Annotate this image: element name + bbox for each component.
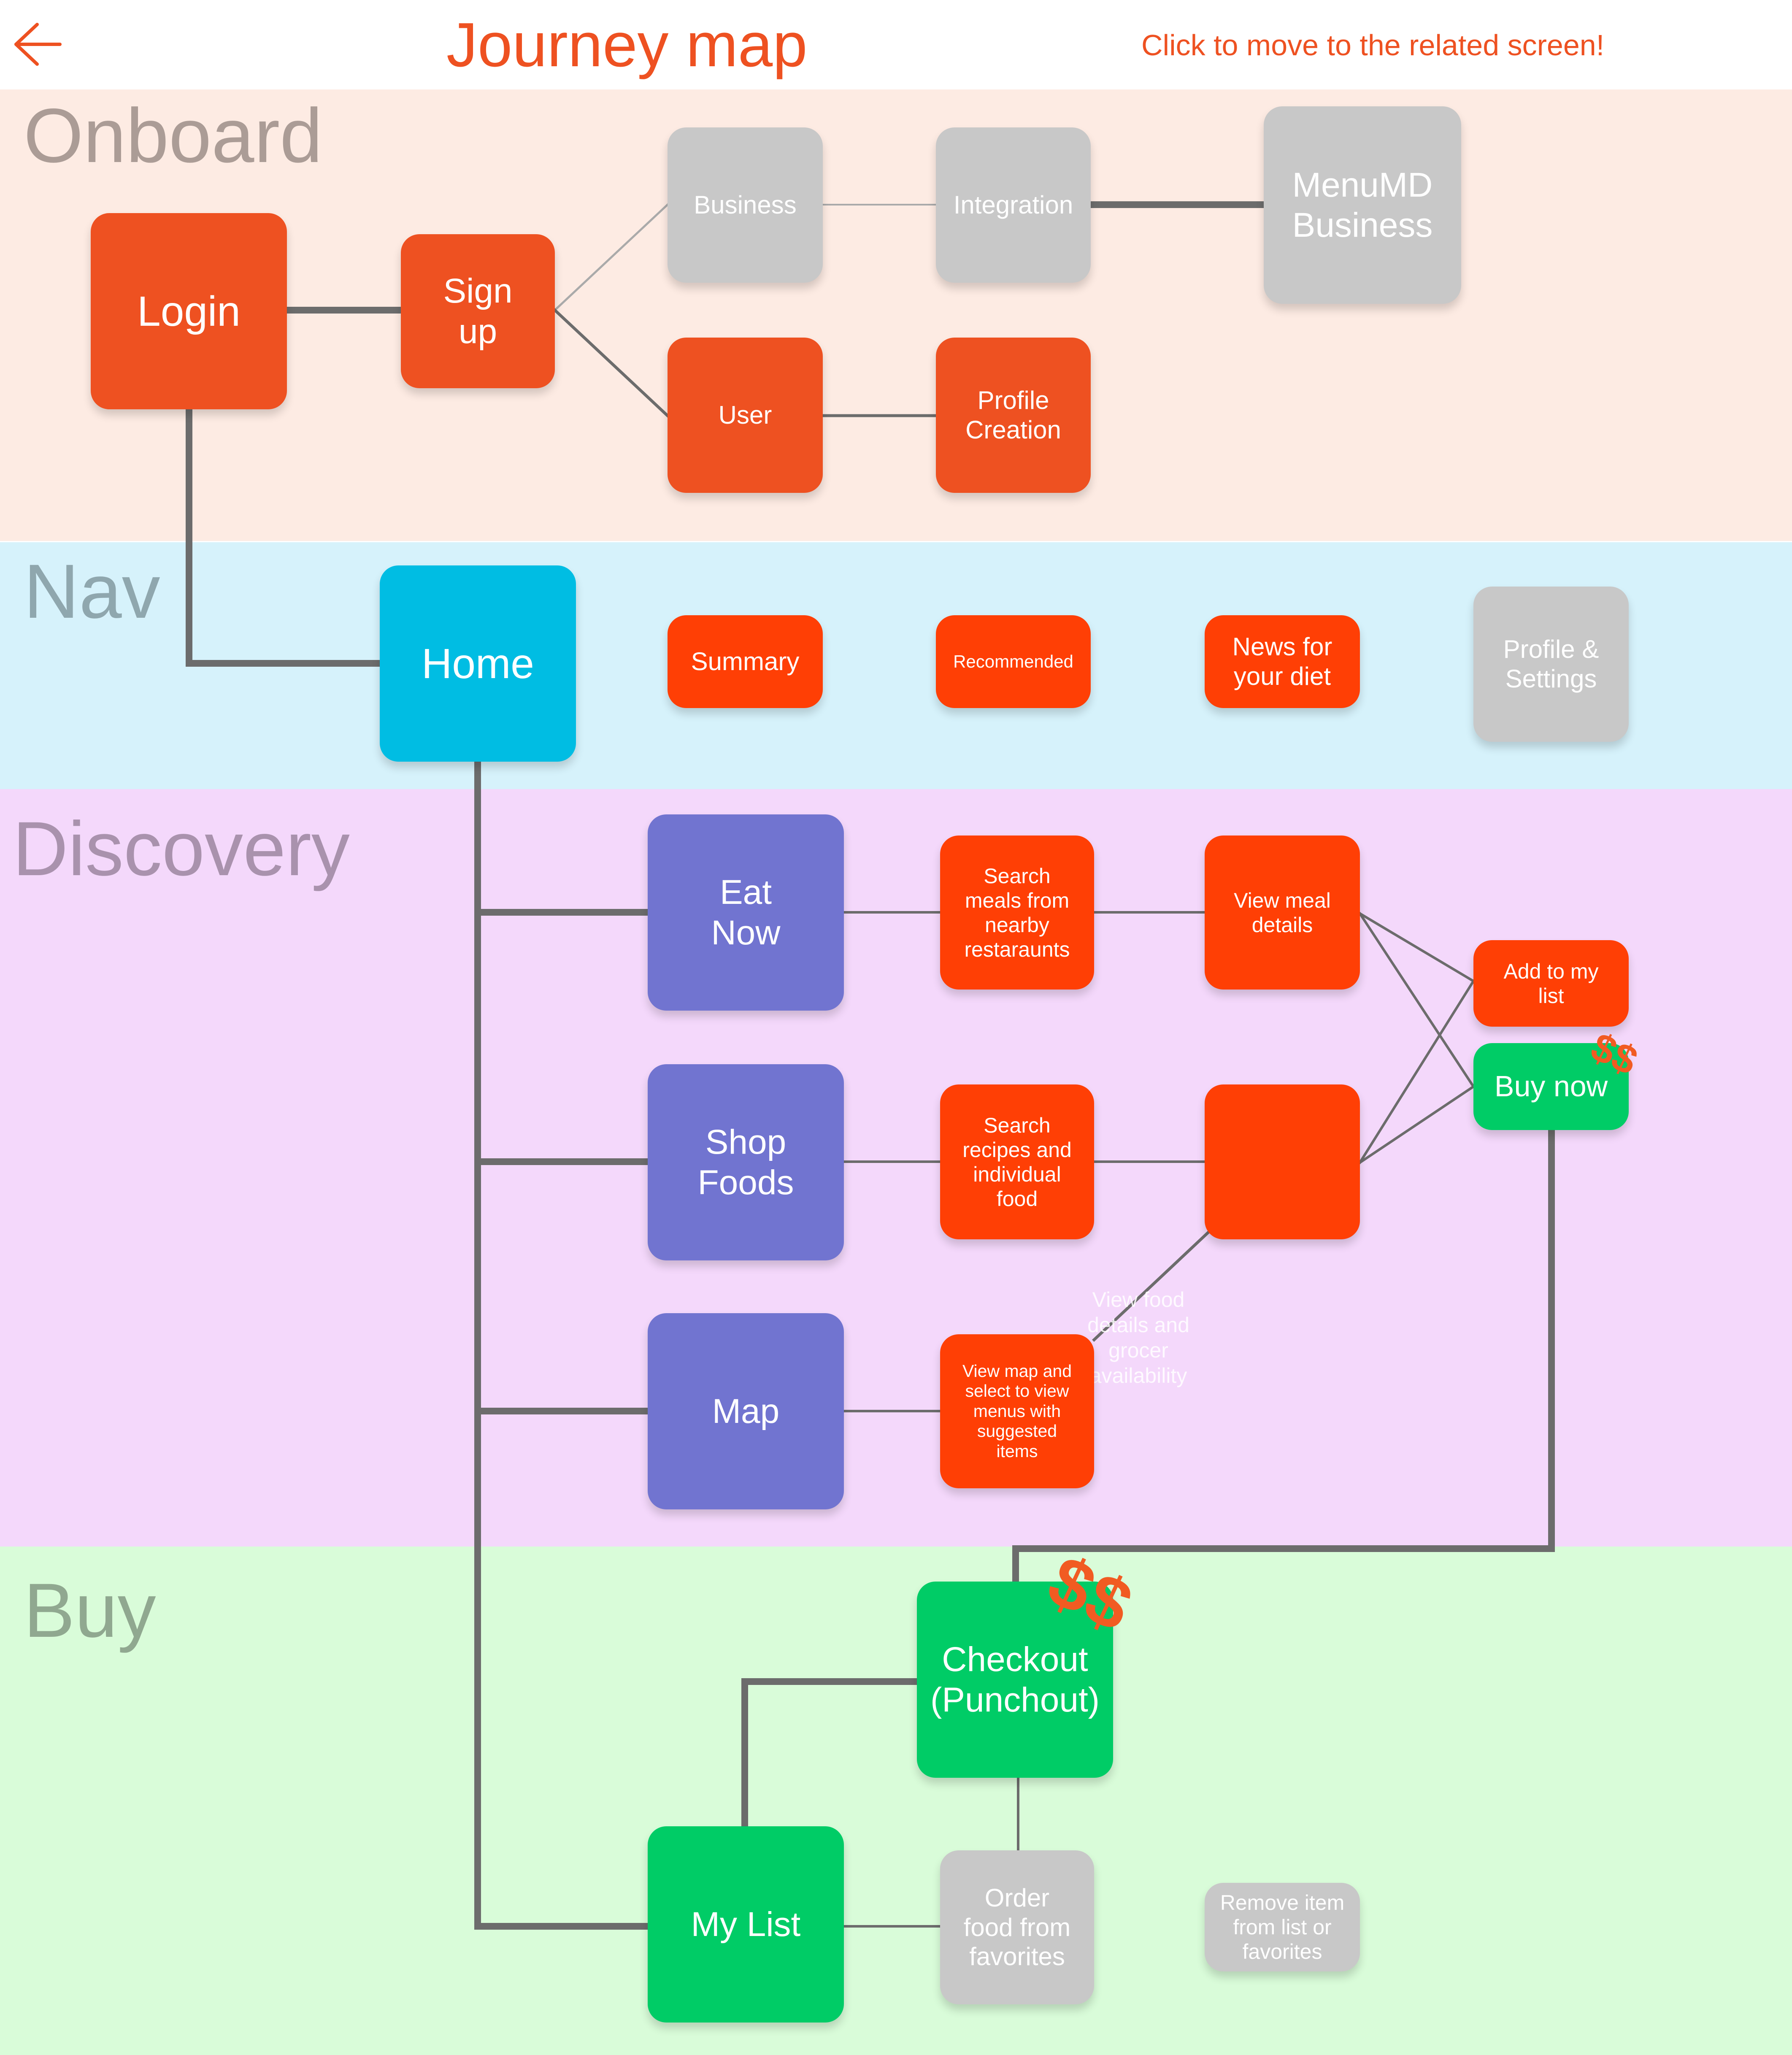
business-node[interactable]: Business <box>668 127 823 283</box>
shop-foods-label: Shop Foods <box>697 1123 794 1202</box>
eat-now-node[interactable]: Eat Now <box>648 814 844 1011</box>
profile-settings-label: Profile & Settings <box>1503 635 1599 693</box>
back-button[interactable] <box>13 21 63 68</box>
map-label: Map <box>712 1392 780 1430</box>
profile-creation-node[interactable]: Profile Creation <box>936 338 1091 493</box>
view-map-label: View map and select to view menus with s… <box>962 1361 1072 1461</box>
view-map-node[interactable]: View map and select to view menus with s… <box>940 1334 1094 1488</box>
user-node[interactable]: User <box>668 338 823 493</box>
summary-label: Summary <box>691 647 800 676</box>
search-meals-node[interactable]: Search meals from nearby restaraunts <box>940 836 1094 990</box>
remove-item-node[interactable]: Remove item from list or favorites <box>1205 1883 1360 1971</box>
map-node[interactable]: Map <box>648 1313 844 1509</box>
recommended-label: Recommended <box>953 651 1073 671</box>
section-discovery: Discovery <box>0 789 1792 1547</box>
news-for-diet-node[interactable]: News for your diet <box>1205 615 1360 708</box>
section-label-onboard: Onboard <box>24 92 323 178</box>
menumd-business-label: MenuMD Business <box>1292 165 1433 244</box>
integration-label: Integration <box>953 191 1073 219</box>
my-list-node[interactable]: My List <box>648 1826 844 2023</box>
add-to-my-list-node[interactable]: Add to my list <box>1473 940 1629 1027</box>
search-meals-label: Search meals from nearby restaraunts <box>964 864 1070 961</box>
business-label: Business <box>694 191 797 219</box>
recommended-node[interactable]: Recommended <box>936 615 1091 708</box>
search-recipes-node[interactable]: Search recipes and individual food <box>940 1084 1094 1239</box>
header-hint: Click to move to the related screen! <box>1141 29 1605 62</box>
signup-label: Sign up <box>443 272 513 351</box>
section-label-discovery: Discovery <box>13 806 350 892</box>
buy-now-label: Buy now <box>1494 1070 1608 1103</box>
profile-creation-label: Profile Creation <box>965 386 1061 444</box>
login-node[interactable]: Login <box>91 213 287 409</box>
arrow-left-icon <box>14 23 62 66</box>
page-title: Journey map <box>446 10 808 80</box>
summary-node[interactable]: Summary <box>668 615 823 708</box>
remove-item-label: Remove item from list or favorites <box>1220 1891 1345 1963</box>
menumd-business-node[interactable]: MenuMD Business <box>1264 106 1461 304</box>
profile-settings-node[interactable]: Profile & Settings <box>1473 587 1629 742</box>
news-for-diet-label: News for your diet <box>1232 633 1333 690</box>
section-onboard: Onboard <box>0 89 1792 541</box>
login-label: Login <box>137 287 241 335</box>
view-food-details-caption: View food details and grocer availabilit… <box>1087 1288 1189 1387</box>
integration-node[interactable]: Integration <box>936 127 1091 283</box>
eat-now-label: Eat Now <box>711 873 781 952</box>
add-to-my-list-label: Add to my list <box>1503 959 1599 1008</box>
home-label: Home <box>422 640 534 687</box>
user-label: User <box>718 401 772 430</box>
section-label-buy: Buy <box>24 1567 156 1653</box>
order-from-favorites-node[interactable]: Order food from favorites <box>940 1850 1094 2004</box>
search-recipes-label: Search recipes and individual food <box>962 1113 1072 1211</box>
view-meal-details-label: View meal details <box>1234 888 1331 937</box>
view-food-details-node[interactable] <box>1205 1084 1360 1239</box>
signup-node[interactable]: Sign up <box>401 234 555 388</box>
checkout-label: Checkout (Punchout) <box>930 1640 1100 1719</box>
checkout-node[interactable]: Checkout (Punchout) <box>917 1582 1113 1778</box>
section-buy: Buy <box>0 1547 1792 2055</box>
view-meal-details-node[interactable]: View meal details <box>1205 836 1360 990</box>
shop-foods-node[interactable]: Shop Foods <box>648 1064 844 1260</box>
buy-now-node[interactable]: Buy now <box>1473 1043 1629 1130</box>
my-list-label: My List <box>691 1905 801 1944</box>
section-label-nav: Nav <box>24 548 160 634</box>
home-node[interactable]: Home <box>380 565 576 762</box>
order-from-favorites-label: Order food from favorites <box>963 1884 1071 1971</box>
